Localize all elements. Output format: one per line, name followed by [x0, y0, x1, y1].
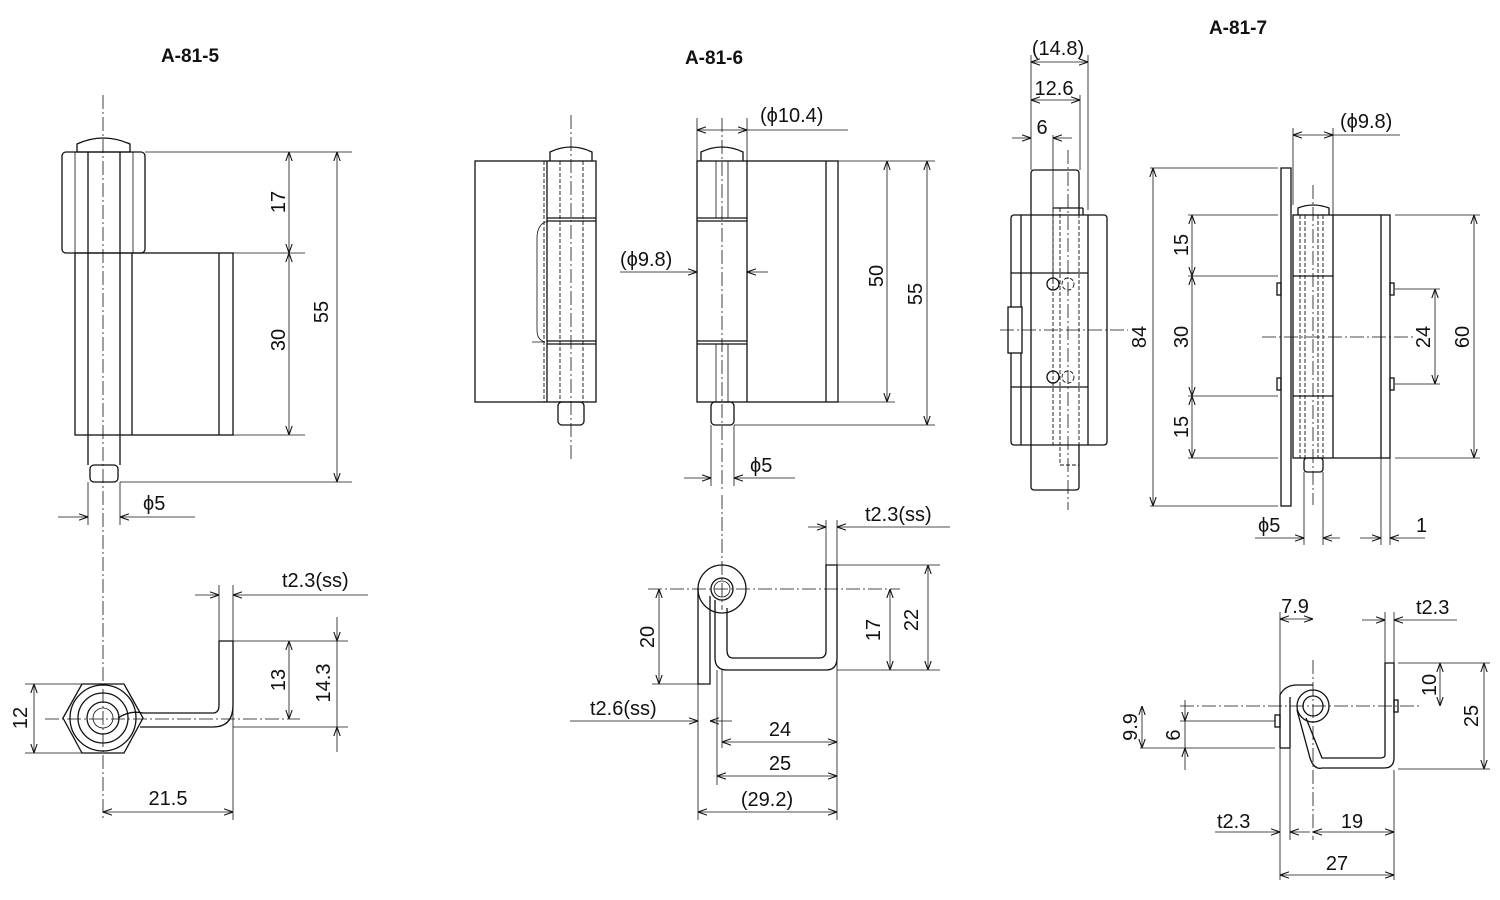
dim-30: 30 — [1171, 326, 1193, 348]
leaf-bracket — [1296, 662, 1395, 769]
leaf — [696, 160, 839, 403]
dim-21-5: 21.5 — [149, 788, 188, 810]
dim-t2-3-bottom: t2.3 — [1217, 811, 1250, 833]
dim-9-9: 9.9 — [1120, 713, 1142, 741]
a81-7-front-view: 84 15 30 15 60 24 (ϕ9.8) ϕ5 1 — [1129, 111, 1480, 545]
dim-7-9: 7.9 — [1281, 596, 1309, 618]
dim-17: 17 — [268, 191, 290, 213]
dim-20: 20 — [637, 626, 659, 648]
dim-50: 50 — [866, 265, 888, 287]
dim-phi9-8: (ϕ9.8) — [620, 249, 672, 271]
a81-6-side-view: A-81-6 — [474, 48, 743, 462]
title-a81-7: A-81-7 — [1209, 18, 1267, 39]
dim-12: 12 — [10, 707, 32, 729]
hinge-body — [1292, 214, 1391, 459]
dim-12-6: 12.6 — [1035, 78, 1074, 100]
dim-55: 55 — [905, 283, 927, 305]
leaf-t26 — [697, 589, 711, 685]
dim-phi9-8: (ϕ9.8) — [1340, 111, 1392, 133]
hex-nut — [61, 151, 146, 254]
dim-60: 60 — [1452, 326, 1474, 348]
title-a81-6: A-81-6 — [685, 48, 743, 69]
a81-7-side-view: A-81-7 (14.8) 12.6 6 — [1000, 18, 1267, 510]
dim-t2-3: t2.3(ss) — [865, 504, 932, 526]
dim-55: 55 — [311, 301, 333, 323]
dim-t2-6: t2.6(ss) — [590, 698, 657, 720]
dim-27: 27 — [1326, 853, 1348, 875]
a81-6-front-view: (ϕ10.4) (ϕ9.8) 50 55 ϕ5 — [620, 105, 935, 490]
hinge-leaf — [74, 252, 234, 436]
dim-14-3: 14.3 — [313, 664, 335, 703]
dim-10: 10 — [1419, 674, 1441, 696]
dim-6: 6 — [1163, 729, 1185, 740]
title-a81-5: A-81-5 — [161, 46, 220, 67]
dim-15-bottom: 15 — [1171, 416, 1193, 438]
pin-tip — [89, 464, 119, 483]
pin-cap — [76, 137, 131, 153]
dim-phi5: ϕ5 — [143, 493, 165, 515]
leaf-bracket — [117, 640, 234, 728]
dim-thickness: t2.3(ss) — [282, 570, 349, 592]
dim-29-2: (29.2) — [741, 789, 793, 811]
dim-25: 25 — [1461, 705, 1483, 727]
a81-5-front-view: A-81-5 17 30 55 ϕ5 — [58, 46, 352, 820]
dim-phi10-4: (ϕ10.4) — [760, 105, 823, 127]
dim-t2-3-top: t2.3 — [1416, 597, 1449, 619]
dim-17: 17 — [863, 619, 885, 641]
dim-6: 6 — [1036, 117, 1047, 139]
dim-24: 24 — [1413, 326, 1435, 348]
dim-30: 30 — [268, 329, 290, 351]
dim-phi5: ϕ5 — [1258, 515, 1280, 537]
dim-25: 25 — [769, 753, 791, 775]
dim-24: 24 — [769, 719, 791, 741]
mounting-plate-bent — [1279, 684, 1313, 748]
leaf — [474, 160, 597, 403]
dim-84: 84 — [1129, 326, 1151, 348]
dim-15-top: 15 — [1171, 234, 1193, 256]
dim-phi5: ϕ5 — [750, 455, 772, 477]
dim-1: 1 — [1416, 515, 1427, 537]
dim-19: 19 — [1341, 811, 1363, 833]
a81-7-bottom-view: 7.9 t2.3 10 25 9.9 6 t2.3 19 27 — [1120, 596, 1490, 880]
leaf-t23 — [714, 564, 838, 671]
a81-6-bottom-view: t2.3(ss) 22 17 20 t2.6(ss) 24 25 (29.2) — [570, 495, 950, 820]
a81-5-bottom-view: t2.3(ss) 13 14.3 12 21.5 — [10, 570, 368, 820]
dim-13: 13 — [268, 669, 290, 691]
dim-14-8: (14.8) — [1032, 38, 1084, 60]
dim-22: 22 — [901, 609, 923, 631]
